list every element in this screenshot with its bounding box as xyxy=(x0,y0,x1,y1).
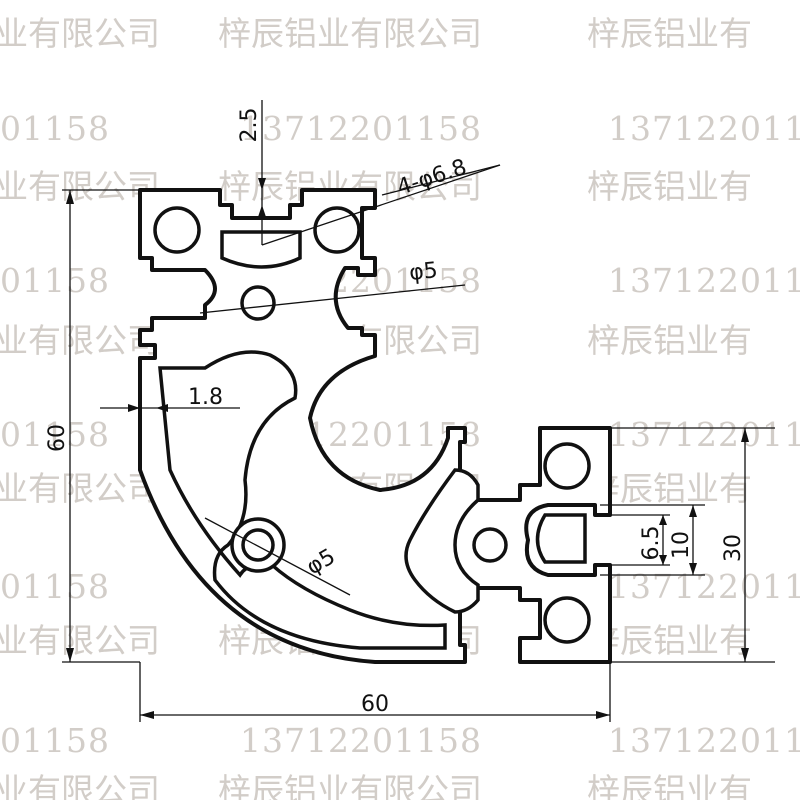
watermark-phone: 01158 xyxy=(0,415,110,454)
label-leg-width: 30 xyxy=(721,534,746,562)
label-slot-width: 10 xyxy=(669,531,694,559)
watermark-company: 业有限公司 xyxy=(0,469,160,508)
aluminum-profile xyxy=(138,188,612,664)
watermark-phone: 13712201158 xyxy=(240,109,482,148)
watermark-phone: 1371220115 xyxy=(608,109,800,148)
watermark-phone: 1371220115 xyxy=(608,415,800,454)
small-hole-right xyxy=(472,527,508,563)
watermark-layer: 业有限公司 梓辰铝业有限公司 梓辰铝业有 01158 13712201158 1… xyxy=(0,14,800,805)
label-wall-thickness: 1.8 xyxy=(188,385,223,410)
label-hole-top: φ5 xyxy=(408,258,439,286)
watermark-company: 梓辰铝业有 xyxy=(587,167,752,206)
small-hole-arc xyxy=(241,528,275,562)
dimension-lines xyxy=(62,100,775,722)
large-hole-top-left xyxy=(153,206,201,254)
large-hole-right-top xyxy=(543,442,591,490)
watermark-phone: 01158 xyxy=(0,567,110,606)
watermark-phone: 1371220115 xyxy=(608,261,800,300)
watermark-company: 梓辰铝业有 xyxy=(587,771,752,800)
watermark-phone: 1371220115 xyxy=(608,721,800,760)
watermark-company: 梓辰铝业有限公司 xyxy=(218,14,482,53)
watermark-company: 梓辰铝业有 xyxy=(587,621,752,660)
large-hole-right-bottom xyxy=(543,596,591,644)
watermark-company: 业有限公司 xyxy=(0,771,160,800)
watermark-phone: 1371220115 xyxy=(608,567,800,606)
small-hole-top xyxy=(240,285,276,321)
watermark-company: 梓辰铝业有 xyxy=(587,321,752,360)
watermark-phone: 13712201158 xyxy=(240,721,482,760)
label-overall-width: 60 xyxy=(361,692,389,717)
top-slot-cavity xyxy=(220,230,302,269)
right-slot-cavity xyxy=(535,513,587,564)
watermark-phone: 01158 xyxy=(0,109,110,148)
watermark-company: 业有限公司 xyxy=(0,14,160,53)
watermark-company: 业有限公司 xyxy=(0,621,160,660)
watermark-phone: 01158 xyxy=(0,721,110,760)
watermark-company: 业有限公司 xyxy=(0,321,160,360)
label-overall-height: 60 xyxy=(45,424,70,452)
watermark-company: 业有限公司 xyxy=(0,167,160,206)
watermark-company: 梓辰铝业有限公司 xyxy=(218,771,482,800)
label-slot-depth: 2.5 xyxy=(237,108,262,143)
label-slot-opening: 6.5 xyxy=(639,526,664,561)
watermark-phone: 01158 xyxy=(0,261,110,300)
watermark-company: 梓辰铝业有 xyxy=(587,469,752,508)
watermark-company: 梓辰铝业有 xyxy=(587,14,752,53)
large-hole-top-right xyxy=(313,206,361,254)
corner-cavity xyxy=(404,468,480,614)
